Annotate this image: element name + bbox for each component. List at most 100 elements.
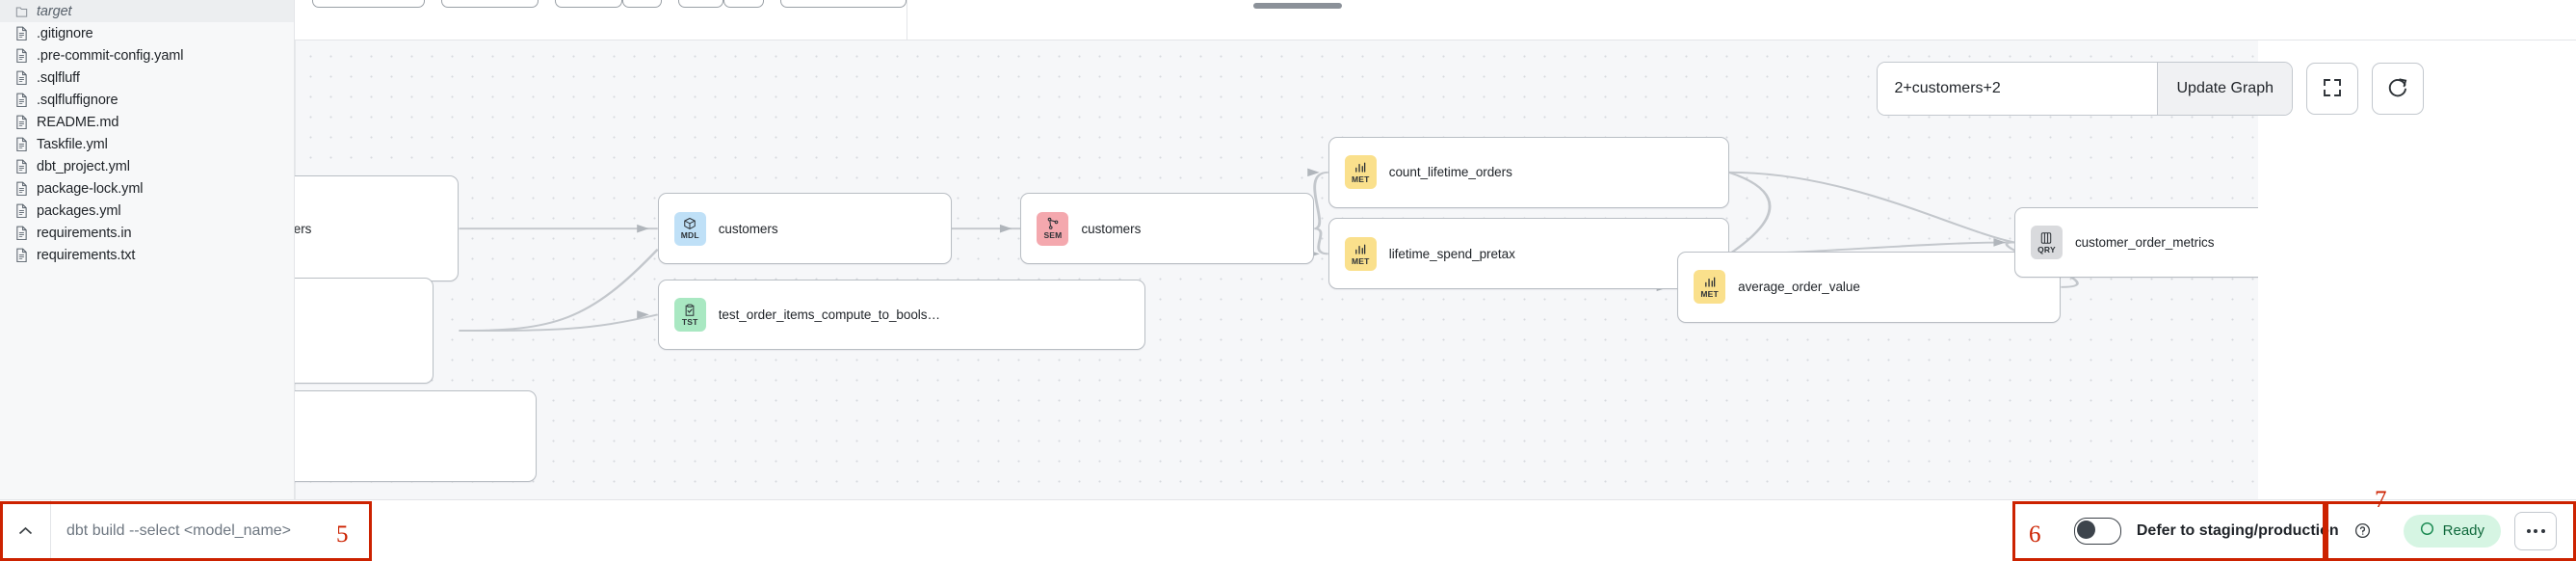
file-icon bbox=[15, 159, 28, 174]
defer-control: Defer to staging/production bbox=[2039, 500, 2388, 561]
ellipsis-icon[interactable] bbox=[2514, 511, 2557, 550]
right-side-panel bbox=[2258, 40, 2576, 499]
file-icon bbox=[15, 70, 28, 86]
command-zone bbox=[0, 500, 372, 561]
lineage-node[interactable]: stg_customers bbox=[295, 175, 460, 281]
lineage-node[interactable]: MET average_order_value bbox=[1677, 251, 2062, 323]
body-row: target .gitignore .pre-commit-config.yaml.… bbox=[0, 0, 2576, 499]
file-list-item[interactable]: .sqlfluff bbox=[0, 67, 294, 89]
node-badge-label: SEM bbox=[1043, 230, 1063, 241]
lineage-node-label: customers bbox=[718, 221, 778, 236]
lineage-graph-canvas[interactable]: stg_customersorders MDL customersTSTtest_o… bbox=[295, 40, 2576, 499]
file-icon bbox=[15, 115, 28, 130]
file-name: packages.yml bbox=[37, 202, 121, 219]
fullscreen-button[interactable] bbox=[2306, 63, 2358, 115]
file-list-item[interactable]: package-lock.yml bbox=[0, 177, 294, 200]
file-name: .sqlfluffignore bbox=[37, 92, 118, 108]
status-spacer bbox=[372, 500, 2039, 561]
file-list-item[interactable]: Taskfile.yml bbox=[0, 133, 294, 155]
file-icon bbox=[15, 93, 28, 108]
node-badge-label: MET bbox=[1351, 255, 1370, 266]
file-list-item[interactable]: target bbox=[0, 0, 294, 22]
file-icon bbox=[15, 248, 28, 263]
dbt-command-input[interactable] bbox=[51, 500, 372, 561]
lineage-node-label: lifetime_spend_pretax bbox=[1388, 246, 1515, 261]
lineage-node-label: customers bbox=[1081, 221, 1142, 236]
graph-selector-group: Update Graph bbox=[1877, 62, 2293, 116]
status-label: Ready bbox=[2442, 522, 2484, 539]
file-explorer-sidebar: target .gitignore .pre-commit-config.yaml.… bbox=[0, 0, 295, 499]
tab-chip[interactable] bbox=[723, 0, 764, 8]
lineage-node[interactable] bbox=[295, 389, 538, 483]
tab-chip[interactable] bbox=[555, 0, 622, 8]
lineage-node[interactable]: orders bbox=[295, 278, 434, 384]
tab-chip[interactable] bbox=[622, 0, 662, 8]
node-badge-label: MDL bbox=[680, 230, 699, 241]
lineage-node[interactable]: MDL customers bbox=[657, 193, 952, 265]
update-graph-button[interactable]: Update Graph bbox=[2157, 63, 2292, 115]
file-list-item[interactable]: .pre-commit-config.yaml bbox=[0, 44, 294, 67]
fullscreen-icon bbox=[2321, 76, 2344, 102]
lineage-node-label: customer_order_metrics bbox=[2074, 234, 2215, 250]
tab-chip[interactable] bbox=[312, 0, 425, 8]
editor-tab-strip bbox=[295, 0, 2576, 40]
tab-chip[interactable] bbox=[678, 0, 723, 8]
tab-chip[interactable] bbox=[780, 0, 907, 8]
refresh-button[interactable] bbox=[2372, 63, 2424, 115]
file-name: requirements.in bbox=[37, 225, 132, 241]
clipboard-check-icon: TST bbox=[673, 297, 706, 332]
file-icon bbox=[15, 203, 28, 219]
defer-label: Defer to staging/production bbox=[2136, 521, 2339, 539]
file-list-item[interactable]: .sqlfluffignore bbox=[0, 89, 294, 111]
graph-toolbar: Update Graph bbox=[1877, 62, 2424, 116]
lineage-node-label: stg_customers bbox=[295, 221, 312, 236]
lineage-node-label: average_order_value bbox=[1738, 280, 1860, 295]
circle-icon bbox=[2420, 521, 2434, 541]
file-icon bbox=[15, 48, 28, 64]
file-name: README.md bbox=[37, 114, 119, 130]
file-icon bbox=[15, 226, 28, 241]
lineage-node[interactable]: MET lifetime_spend_pretax bbox=[1327, 218, 1729, 290]
help-circle-icon[interactable] bbox=[2354, 522, 2371, 539]
node-badge-label: TST bbox=[681, 316, 698, 327]
lineage-node[interactable]: SEM customers bbox=[1020, 193, 1315, 265]
semantic-icon: SEM bbox=[1037, 211, 1069, 246]
refresh-icon bbox=[2386, 76, 2409, 102]
file-list-item[interactable]: .gitignore bbox=[0, 22, 294, 44]
folder-icon bbox=[15, 4, 28, 19]
lineage-node[interactable]: MET count_lifetime_orders bbox=[1327, 136, 1729, 208]
tab-chip[interactable] bbox=[441, 0, 539, 8]
graph-selector-input[interactable] bbox=[1878, 63, 2158, 115]
node-badge-label: MET bbox=[1351, 174, 1370, 185]
file-icon bbox=[15, 26, 28, 41]
status-bar: Defer to staging/production Ready bbox=[0, 499, 2576, 561]
file-icon bbox=[15, 137, 28, 152]
file-list-item[interactable]: requirements.txt bbox=[0, 244, 294, 266]
file-name: requirements.txt bbox=[37, 247, 136, 263]
file-icon bbox=[15, 181, 28, 197]
query-icon: QRY bbox=[2030, 225, 2063, 259]
bar-chart-icon: MET bbox=[1344, 236, 1377, 271]
file-name: .pre-commit-config.yaml bbox=[37, 47, 184, 64]
file-name: dbt_project.yml bbox=[37, 158, 130, 174]
file-name: .sqlfluff bbox=[37, 69, 80, 86]
defer-toggle[interactable] bbox=[2073, 517, 2121, 545]
file-name: target bbox=[37, 3, 72, 19]
bar-chart-icon: MET bbox=[1344, 155, 1377, 190]
bar-chart-icon: MET bbox=[1694, 270, 1726, 305]
file-list-item[interactable]: dbt_project.yml bbox=[0, 155, 294, 177]
ready-zone: Ready bbox=[2388, 500, 2576, 561]
lineage-node-label: count_lifetime_orders bbox=[1388, 165, 1512, 180]
file-list-item[interactable]: README.md bbox=[0, 111, 294, 133]
status-badge[interactable]: Ready bbox=[2403, 514, 2501, 548]
file-list-item[interactable]: packages.yml bbox=[0, 200, 294, 222]
main-pane: stg_customersorders MDL customersTSTtest_o… bbox=[295, 0, 2576, 499]
node-badge-label: MET bbox=[1700, 289, 1719, 300]
chevron-up-icon[interactable] bbox=[0, 500, 51, 561]
active-tab-indicator bbox=[1253, 3, 1342, 9]
file-list-item[interactable]: requirements.in bbox=[0, 222, 294, 244]
file-name: .gitignore bbox=[37, 25, 93, 41]
file-list: target .gitignore .pre-commit-config.yaml.… bbox=[0, 0, 294, 266]
